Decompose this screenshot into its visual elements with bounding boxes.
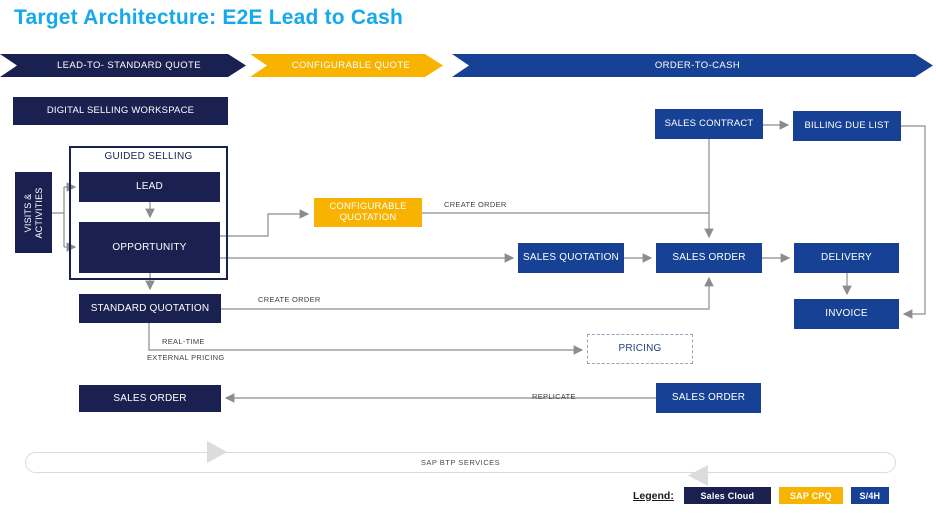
visits-activities-label: VISITS & ACTIVITIES (22, 187, 44, 239)
btp-services-label: SAP BTP SERVICES (420, 458, 501, 467)
edge-label-replicate: REPLICATE (532, 392, 576, 401)
phase-chevron-band (0, 54, 933, 77)
phase-label-lead-to-quote: LEAD-TO- STANDARD QUOTE (57, 60, 201, 71)
node-sales-contract: SALES CONTRACT (655, 109, 763, 139)
page-title: Target Architecture: E2E Lead to Cash (14, 6, 403, 29)
edge-label-external-pricing: EXTERNAL PRICING (147, 353, 225, 362)
edge-label-real-time: REAL-TIME (162, 337, 205, 346)
node-pricing: PRICING (587, 334, 693, 364)
edge-billing-due-list-to-invoice (901, 125, 926, 319)
edge-opportunity-to-configurable-quotation (220, 209, 310, 237)
edge-visits-trunk (52, 187, 65, 247)
phase-label-configurable-quote: CONFIGURABLE QUOTE (291, 60, 411, 71)
node-digital-selling-workspace: DIGITAL SELLING WORKSPACE (13, 97, 228, 125)
legend-chip-s4h: S/4H (850, 487, 889, 504)
legend-title: Legend: (633, 489, 674, 502)
node-visits-activities: VISITS & ACTIVITIES (15, 172, 52, 253)
node-configurable-quotation: CONFIGURABLE QUOTATION (314, 198, 422, 227)
node-sales-order-center: SALES ORDER (656, 243, 762, 273)
node-lead: LEAD (79, 172, 220, 202)
edge-label-create-order-configurable: CREATE ORDER (444, 200, 507, 209)
chevron-shape-lead-to-quote (0, 54, 246, 77)
node-standard-quotation: STANDARD QUOTATION (79, 294, 221, 323)
chevron-shape-configurable-quote (250, 54, 443, 77)
node-invoice: INVOICE (794, 299, 899, 329)
node-sales-quotation: SALES QUOTATION (518, 243, 624, 273)
legend-chip-sap-cpq: SAP CPQ (778, 487, 843, 504)
edge-standard-quotation-to-pricing (148, 323, 584, 355)
node-sales-order-bottom-right: SALES ORDER (656, 383, 761, 413)
node-delivery: DELIVERY (794, 243, 899, 273)
legend: Legend: Sales Cloud SAP CPQ S/4H (633, 487, 889, 504)
edge-standard-quotation-create-order (221, 276, 714, 310)
node-opportunity: OPPORTUNITY (79, 222, 220, 273)
node-billing-due-list: BILLING DUE LIST (793, 111, 901, 141)
phase-label-order-to-cash: ORDER-TO-CASH (654, 60, 741, 71)
edge-label-create-order-standard: CREATE ORDER (258, 295, 321, 304)
legend-chip-sales-cloud: Sales Cloud (683, 487, 771, 504)
node-sales-order-bottom-left: SALES ORDER (79, 385, 221, 412)
guided-selling-label: GUIDED SELLING (104, 151, 193, 162)
btp-services-bar: SAP BTP SERVICES (25, 452, 896, 473)
chevron-shape-order-to-cash (452, 54, 933, 77)
guided-selling-container (69, 146, 228, 280)
